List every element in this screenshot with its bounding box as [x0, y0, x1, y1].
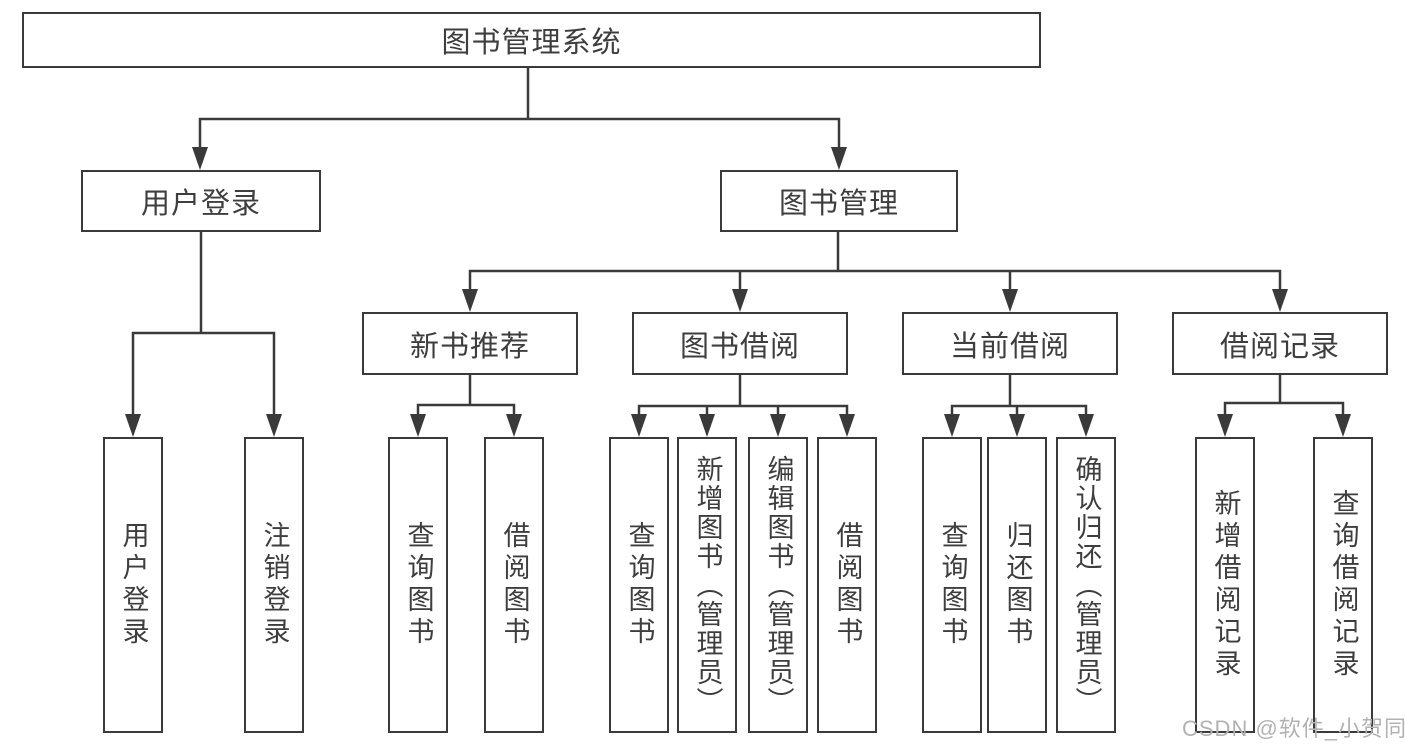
leaf-current-query-books-label: 查询图书 [937, 521, 968, 649]
leaf-add-books-admin: 新增图书（管理员） [677, 437, 737, 733]
node-user-login-label: 用户登录 [140, 188, 261, 220]
node-book-management-label: 图书管理 [778, 188, 899, 220]
leaf-query-borrow-record-label: 查询借阅记录 [1328, 489, 1359, 681]
leaf-add-borrow-record-label: 新增借阅记录 [1210, 489, 1241, 681]
leaf-borrowing-borrow-books-label: 借阅图书 [832, 521, 863, 649]
node-current-borrowing-label: 当前借阅 [949, 330, 1070, 363]
leaf-current-query-books: 查询图书 [922, 437, 982, 733]
leaf-recommend-borrow-books: 借阅图书 [484, 437, 544, 733]
csdn-watermark: CSDN @软件_小贺同学 [1182, 716, 1405, 741]
leaf-borrowing-query-books: 查询图书 [609, 437, 669, 733]
leaf-borrowing-query-books-label: 查询图书 [624, 521, 655, 649]
node-borrowing-records-label: 借阅记录 [1219, 330, 1340, 363]
leaf-edit-books-admin-label: 编辑图书（管理员） [763, 454, 794, 716]
leaf-confirm-return-admin-label: 确认归还（管理员） [1071, 454, 1102, 716]
node-book-borrowing-label: 图书借阅 [679, 330, 800, 363]
leaf-query-borrow-record: 查询借阅记录 [1313, 437, 1373, 733]
leaf-return-books: 归还图书 [987, 437, 1047, 733]
node-root: 图书管理系统 [22, 12, 1041, 68]
leaf-recommend-borrow-books-label: 借阅图书 [499, 521, 530, 649]
leaf-recommend-query-books: 查询图书 [388, 437, 448, 733]
leaf-add-books-admin-label: 新增图书（管理员） [692, 454, 723, 716]
leaf-edit-books-admin: 编辑图书（管理员） [748, 437, 808, 733]
node-new-book-recommend-label: 新书推荐 [409, 330, 530, 363]
leaf-borrowing-borrow-books: 借阅图书 [817, 437, 877, 733]
leaf-logout-label: 注销登录 [259, 521, 290, 649]
leaf-user-login: 用户登录 [103, 437, 163, 733]
leaf-recommend-query-books-label: 查询图书 [403, 521, 434, 649]
node-borrowing-records: 借阅记录 [1172, 312, 1388, 375]
node-user-login: 用户登录 [81, 170, 321, 232]
node-current-borrowing: 当前借阅 [902, 312, 1118, 375]
leaf-user-login-label: 用户登录 [118, 521, 149, 649]
leaf-add-borrow-record: 新增借阅记录 [1195, 437, 1255, 733]
node-book-management: 图书管理 [720, 170, 958, 232]
leaf-confirm-return-admin: 确认归还（管理员） [1056, 437, 1116, 733]
leaf-return-books-label: 归还图书 [1002, 521, 1033, 649]
node-root-label: 图书管理系统 [441, 27, 622, 59]
node-new-book-recommend: 新书推荐 [362, 312, 578, 375]
node-book-borrowing: 图书借阅 [632, 312, 848, 375]
leaf-logout: 注销登录 [244, 437, 304, 733]
